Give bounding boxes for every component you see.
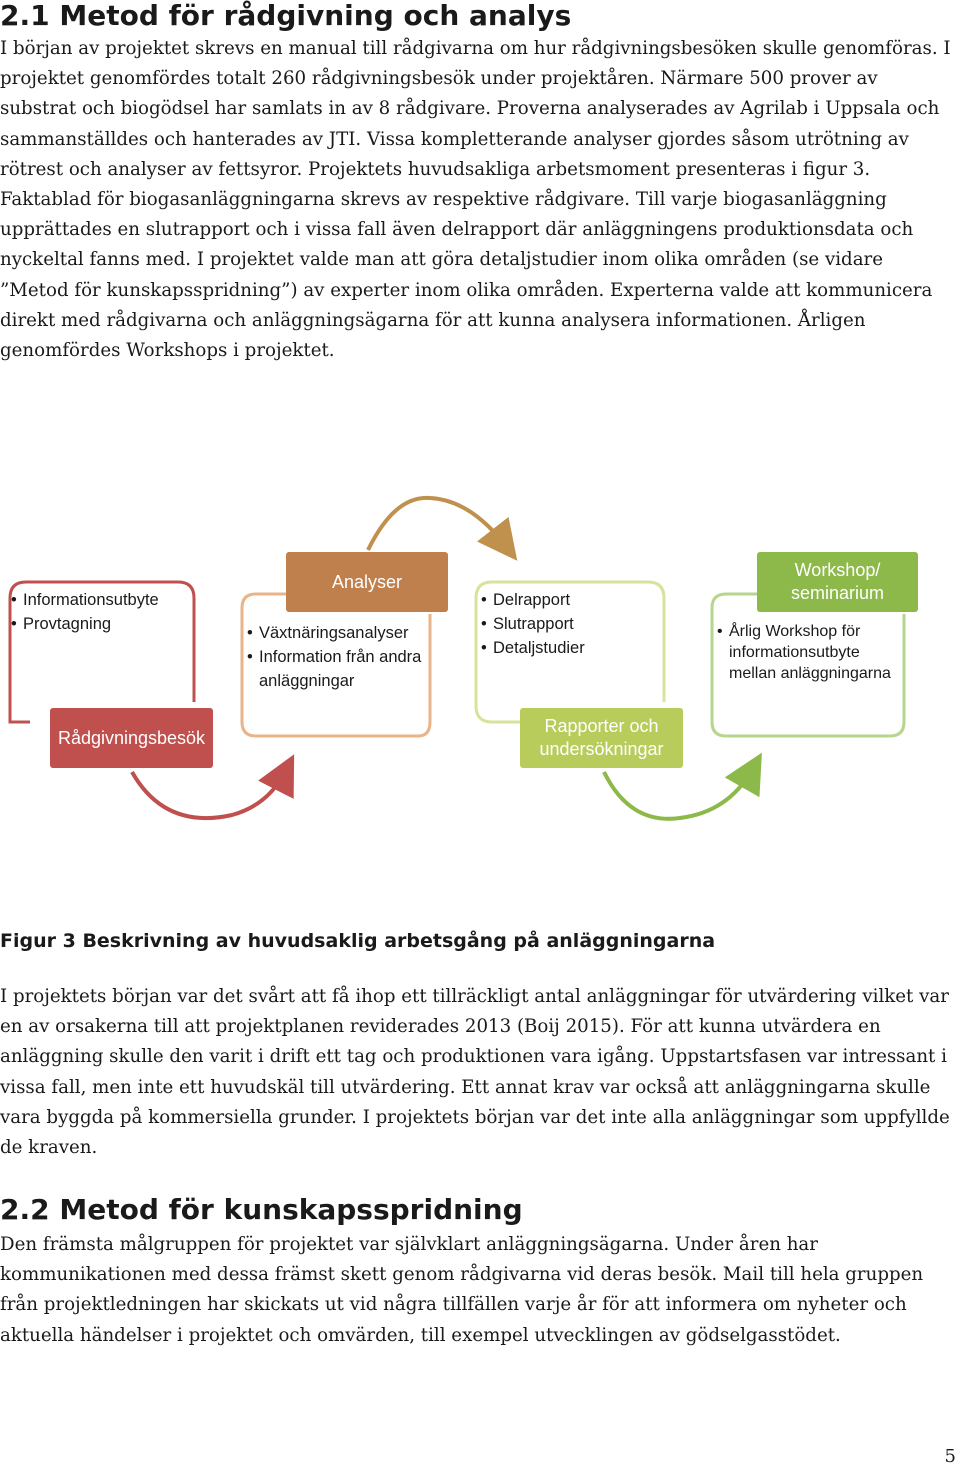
step-2-title-box bbox=[286, 552, 448, 612]
step-3-items: Delrapport Slutrapport Detaljstudier bbox=[481, 588, 662, 660]
arrow-2-to-3 bbox=[366, 495, 518, 561]
figure-caption: Figur 3 Beskrivning av huvudsaklig arbet… bbox=[0, 930, 716, 952]
list-item: Växtnäringsanalyser bbox=[247, 621, 428, 645]
list-item: Information från andra anläggningar bbox=[247, 645, 428, 693]
list-item: Slutrapport bbox=[481, 612, 662, 636]
section-2-1-paragraph: I början av projektet skrevs en manual t… bbox=[0, 38, 951, 362]
list-item: Delrapport bbox=[481, 588, 662, 612]
step-2-items: Växtnäringsanalyser Information från and… bbox=[247, 621, 428, 693]
arrow-3-to-4 bbox=[602, 752, 762, 821]
step-2-title: Analyser bbox=[331, 571, 403, 592]
step-3-frame bbox=[474, 580, 666, 724]
step-3-title: Rapporter och undersökningar bbox=[539, 716, 664, 759]
workflow-diagram: Informationsutbyte Provtagning Rådgivnin… bbox=[0, 490, 960, 830]
section-heading-2-1: 2.1 Metod för rådgivning och analys bbox=[0, 0, 572, 32]
step-2-frame bbox=[240, 592, 432, 738]
paragraph-after-figure: I projektets början var det svårt att få… bbox=[0, 986, 950, 1159]
step-4-items: Årlig Workshop för informationsutbyte me… bbox=[717, 621, 900, 684]
step-1-items: Informationsutbyte Provtagning bbox=[11, 588, 189, 636]
list-item: Informationsutbyte bbox=[11, 588, 189, 612]
list-item: Provtagning bbox=[11, 612, 189, 636]
step-4-frame bbox=[710, 592, 906, 738]
step-3-title-box bbox=[520, 708, 683, 768]
step-1-title-box bbox=[50, 708, 213, 768]
arrow-1-to-2 bbox=[130, 754, 295, 820]
step-1-title: Rådgivningsbesök bbox=[57, 727, 206, 748]
section-2-2-paragraph: Den främsta målgruppen för projektet var… bbox=[0, 1234, 924, 1346]
list-item: Detaljstudier bbox=[481, 636, 662, 660]
step-4-title: Workshop/ seminarium bbox=[790, 560, 885, 603]
step-4-title-box bbox=[757, 552, 918, 612]
section-heading-2-2: 2.2 Metod för kunskapsspridning bbox=[0, 1193, 523, 1226]
workflow-diagram-shapes bbox=[8, 495, 918, 821]
list-item: Årlig Workshop för informationsutbyte me… bbox=[717, 621, 900, 684]
page-number: 5 bbox=[944, 1446, 956, 1467]
